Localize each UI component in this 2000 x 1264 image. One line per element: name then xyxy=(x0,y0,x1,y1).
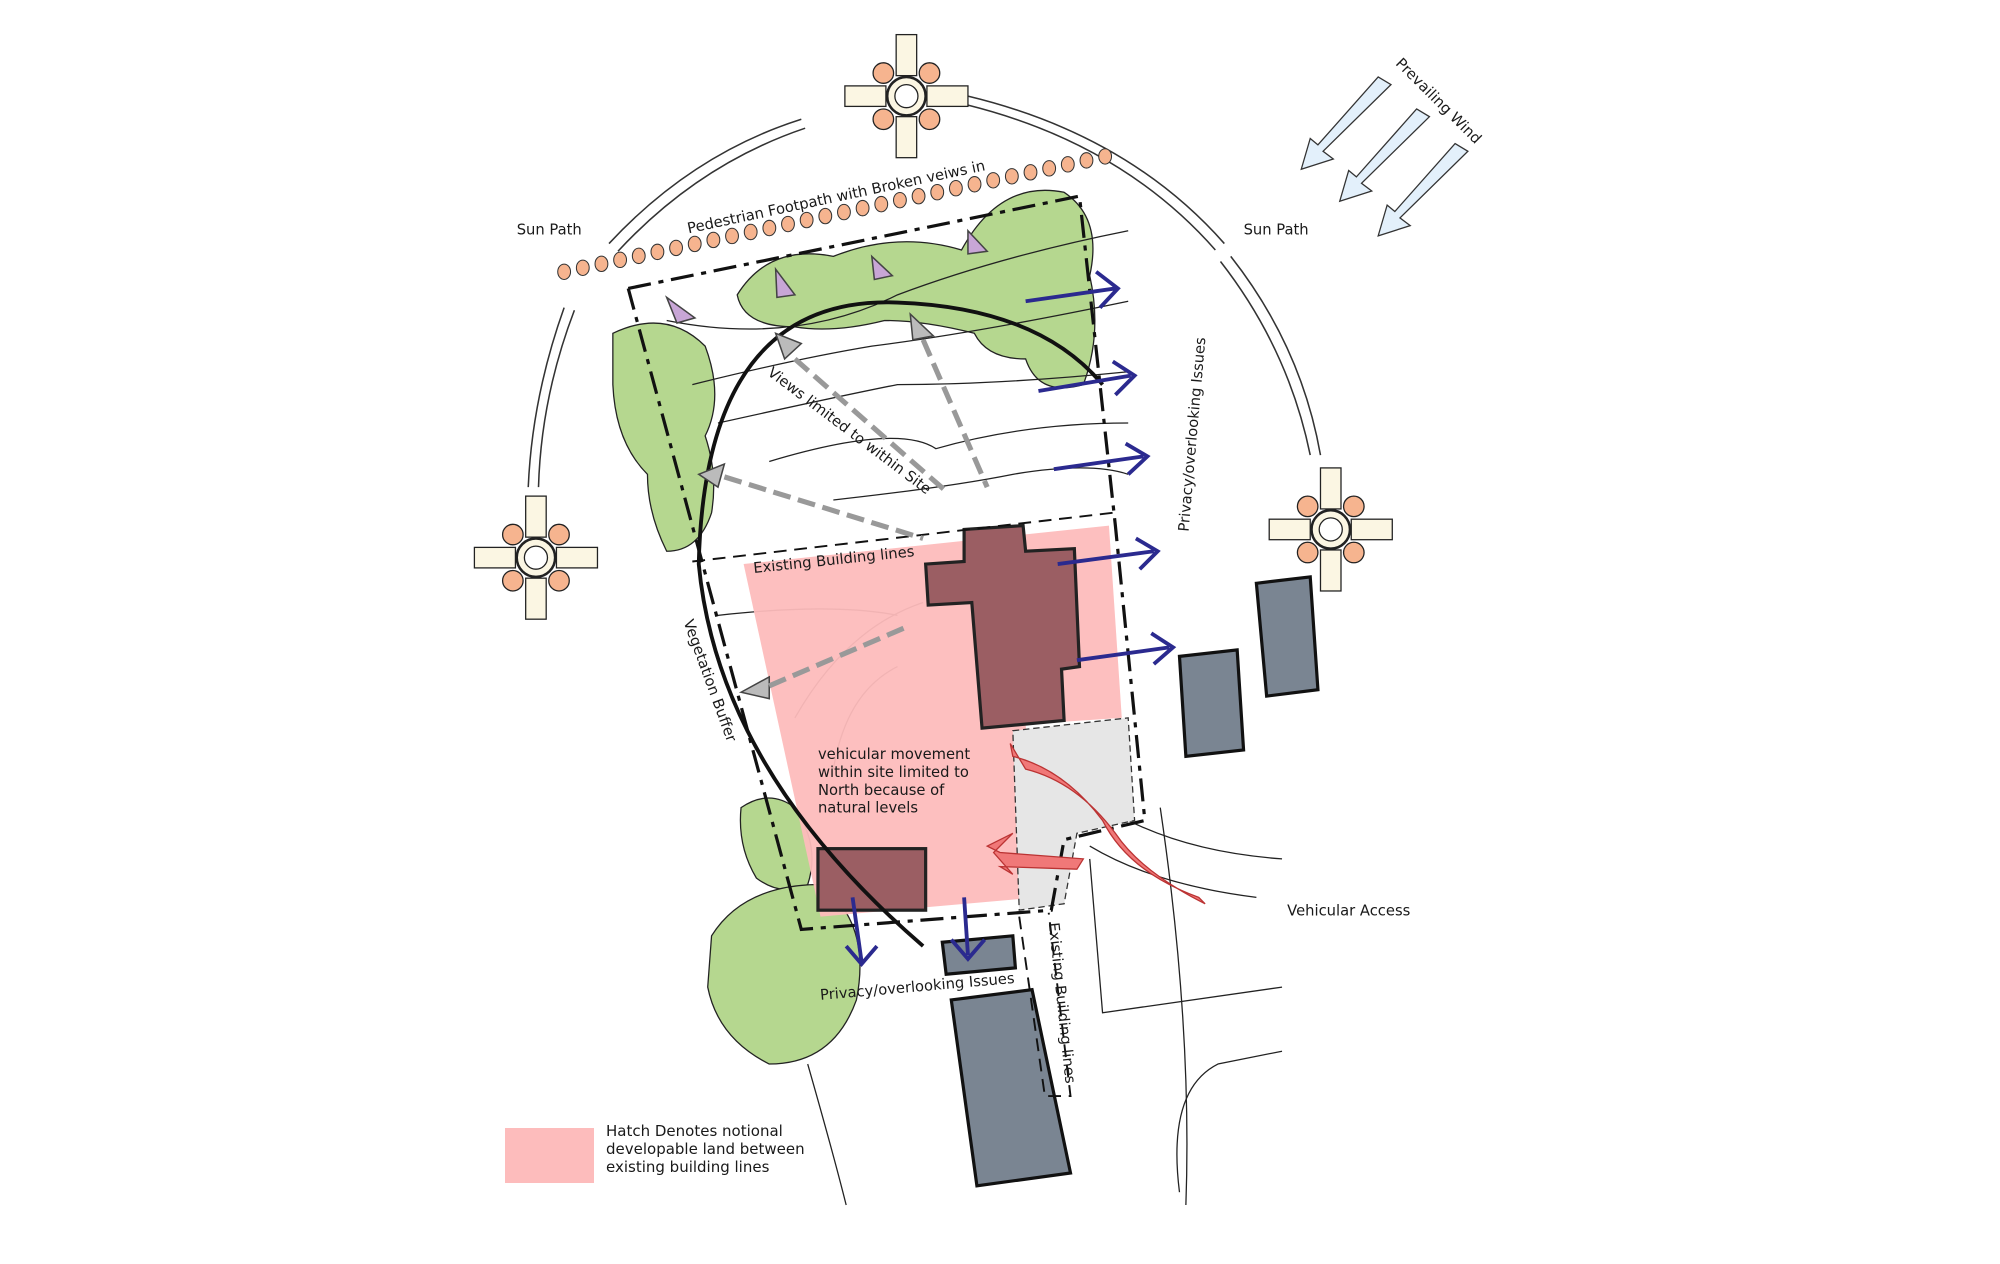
building-line-east xyxy=(1018,912,1072,1098)
footpath-tree-dot xyxy=(818,207,833,225)
footpath-tree-dot xyxy=(557,263,572,280)
footpath-tree-dot xyxy=(575,259,590,276)
sun-path-label: Sun Path xyxy=(517,222,582,239)
wind-arrows xyxy=(1300,76,1469,237)
note-line: within site limited to xyxy=(818,764,969,781)
view-arrows xyxy=(664,228,990,700)
note-line: natural levels xyxy=(818,800,918,817)
building-line-north xyxy=(692,511,1113,563)
footpath-tree-dot xyxy=(911,187,926,205)
footpath-tree-dot xyxy=(837,203,851,221)
footpath-tree-dot xyxy=(1060,156,1075,173)
sun-path-label: Sun Path xyxy=(1244,222,1309,239)
footpath-tree-dot xyxy=(762,219,777,237)
footpath-tree-dot xyxy=(892,191,907,209)
footpath-tree-dot xyxy=(687,235,702,253)
neighbour-building xyxy=(940,575,1320,1188)
sun-icon xyxy=(844,33,969,159)
footpath-tree-dot xyxy=(631,247,646,265)
building-lines-label: Existing Building lines xyxy=(1045,922,1079,1085)
footpath-trees xyxy=(557,148,1113,280)
footpath-tree-dot xyxy=(594,255,609,273)
legend: Hatch Denotes notional developable land … xyxy=(505,1122,806,1183)
legend-swatch xyxy=(505,1128,594,1183)
sun-path-arc xyxy=(527,95,1322,488)
privacy-arrows xyxy=(844,270,1177,967)
driveway-area xyxy=(1012,717,1136,911)
footpath-tree-dot xyxy=(855,199,870,217)
footpath-tree-dot xyxy=(613,251,628,269)
vehicular-access-arrows xyxy=(985,743,1206,905)
footpath-tree-dot xyxy=(930,183,945,201)
vehicular-access-label: Vehicular Access xyxy=(1287,902,1410,919)
footpath-tree-dot xyxy=(1004,168,1019,185)
sun-icon xyxy=(473,495,599,620)
footpath-tree-dot xyxy=(725,227,739,245)
footpath-tree-dot xyxy=(967,176,982,193)
sun-icon xyxy=(1268,467,1393,592)
footpath-tree-dot xyxy=(1042,160,1057,177)
legend-text: Hatch Denotes notional developable land … xyxy=(606,1122,805,1176)
vegetation-buffer-arc xyxy=(696,300,1105,948)
note-line: North because of xyxy=(818,782,945,799)
footpath-tree-dot xyxy=(948,180,963,197)
footpath-tree-dot xyxy=(743,223,758,241)
footpath-tree-dot xyxy=(874,195,889,213)
footpath-tree-dot xyxy=(1079,152,1094,169)
footpath-tree-dot xyxy=(1023,164,1038,181)
footpath-tree-dot xyxy=(1098,148,1113,165)
footpath-tree-dot xyxy=(706,231,721,249)
footpath-tree-dot xyxy=(650,243,665,261)
site-boundary xyxy=(626,194,1147,932)
vehicular-movement-note: vehicular movement within site limited t… xyxy=(818,746,970,817)
footpath-tree-dot xyxy=(799,211,814,229)
footpath-tree-dot xyxy=(669,239,683,257)
note-line: vehicular movement xyxy=(818,746,970,763)
privacy-label: Privacy/overlooking Issues xyxy=(1175,337,1209,533)
footpath-tree-dot xyxy=(781,215,795,233)
footpath-tree-dot xyxy=(986,172,1001,189)
vegetation xyxy=(612,189,1096,1065)
